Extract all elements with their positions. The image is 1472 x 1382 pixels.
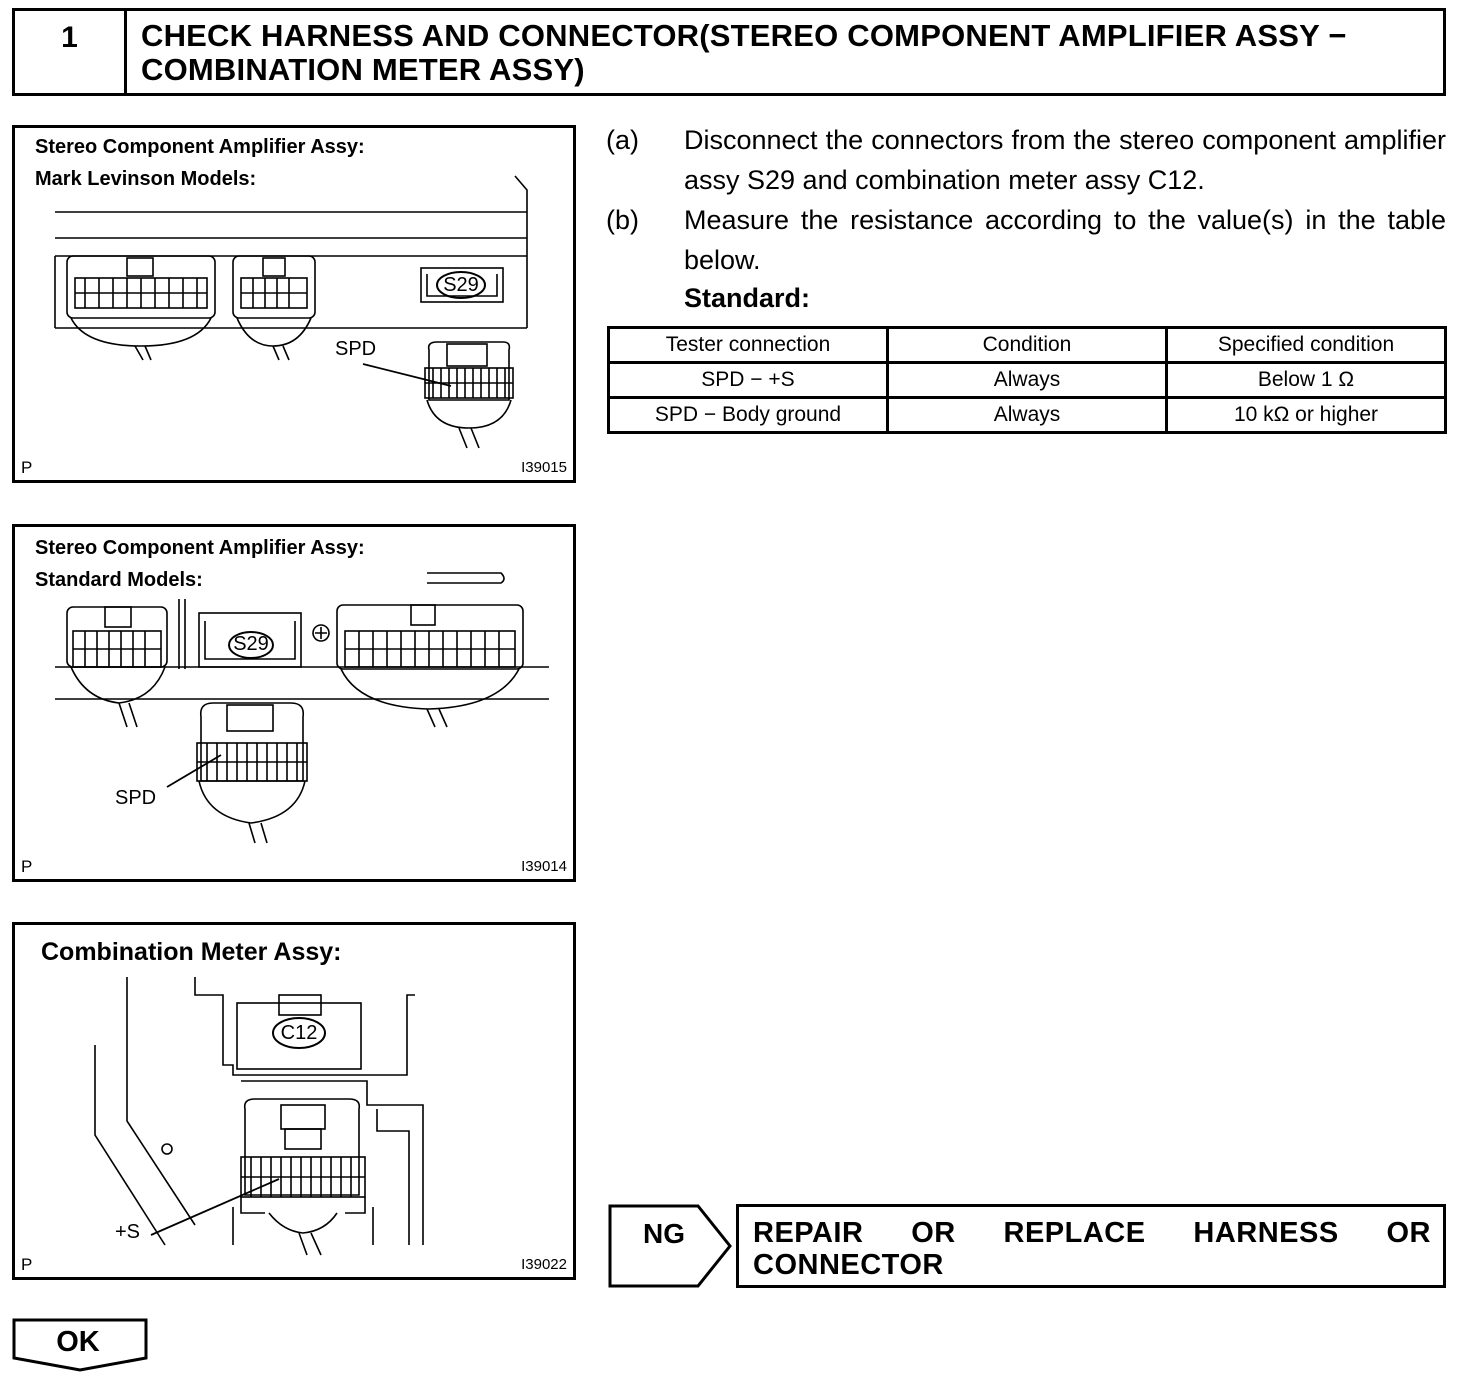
figure-caption: Combination Meter Assy:: [41, 938, 342, 966]
ok-arrow: OK: [12, 1318, 150, 1374]
connector-illustration-3: [94, 977, 424, 1256]
connector-illustration-2: [55, 572, 549, 844]
figure-caption-line1: Stereo Component Amplifier Assy:: [35, 136, 365, 158]
resistance-spec-table: Tester connection Condition Specified co…: [607, 326, 1447, 434]
terminal-label: +S: [115, 1221, 141, 1243]
ng-action-text: REPAIR OR REPLACE HARNESS OR CONNECTOR: [753, 1217, 1431, 1281]
terminal-label: SPD: [115, 787, 157, 809]
step-b-marker: (b): [606, 205, 639, 235]
figure-id: I39014: [521, 858, 567, 875]
step-a-marker: (a): [606, 125, 639, 155]
connector-code-label: S29: [233, 633, 269, 655]
ok-label: OK: [56, 1326, 100, 1358]
figure-mark-levinson: Stereo Component Amplifier Assy: Mark Le…: [12, 125, 576, 483]
step-header: 1 CHECK HARNESS AND CONNECTOR(STEREO COM…: [12, 8, 1446, 96]
table-cell: Below 1 Ω: [1165, 361, 1447, 399]
table-cell: Always: [886, 361, 1168, 399]
table-header-cell: Tester connection: [607, 326, 889, 364]
step-b-text: Measure the resistance according to the …: [684, 205, 1446, 275]
connector-code-label: S29: [443, 274, 479, 296]
table-header-cell: Condition: [886, 326, 1168, 364]
figure-standard-models: Stereo Component Amplifier Assy: Standar…: [12, 524, 576, 882]
table-row: SPD − +S Always Below 1 Ω: [607, 361, 1447, 399]
connector-code-label: C12: [280, 1022, 318, 1044]
table-cell: 10 kΩ or higher: [1165, 396, 1447, 434]
figure-id: I39022: [521, 1256, 567, 1273]
instructions: (a) Disconnect the connectors from the s…: [606, 120, 1448, 320]
standard-label: Standard:: [684, 283, 811, 313]
connector-illustration-1: [54, 175, 528, 449]
figure-caption-line2: Standard Models:: [35, 569, 203, 591]
corner-mark: P: [21, 857, 33, 876]
figure-caption-line1: Stereo Component Amplifier Assy:: [35, 537, 365, 559]
table-header-row: Tester connection Condition Specified co…: [607, 326, 1447, 364]
terminal-label: SPD: [335, 338, 377, 360]
ng-label: NG: [643, 1218, 685, 1249]
table-cell: SPD − Body ground: [607, 396, 889, 434]
ng-arrow-shape: [608, 1204, 732, 1288]
figure-combination-meter: Combination Meter Assy: C12 +S P I39022: [12, 922, 576, 1280]
ok-arrow-shape: [12, 1318, 148, 1372]
step-number: 1: [15, 11, 127, 93]
figure-caption-line2: Mark Levinson Models:: [35, 168, 257, 190]
table-cell: SPD − +S: [607, 361, 889, 399]
step-a-text: Disconnect the connectors from the stere…: [684, 125, 1446, 195]
ng-arrow: NG: [608, 1204, 733, 1288]
table-header-cell: Specified condition: [1165, 326, 1447, 364]
step-title: CHECK HARNESS AND CONNECTOR(STEREO COMPO…: [141, 18, 1347, 87]
corner-mark: P: [21, 1255, 33, 1274]
corner-mark: P: [21, 458, 33, 477]
ng-action-box: REPAIR OR REPLACE HARNESS OR CONNECTOR: [736, 1204, 1446, 1288]
table-row: SPD − Body ground Always 10 kΩ or higher: [607, 396, 1447, 434]
figure-id: I39015: [521, 459, 567, 476]
table-cell: Always: [886, 396, 1168, 434]
